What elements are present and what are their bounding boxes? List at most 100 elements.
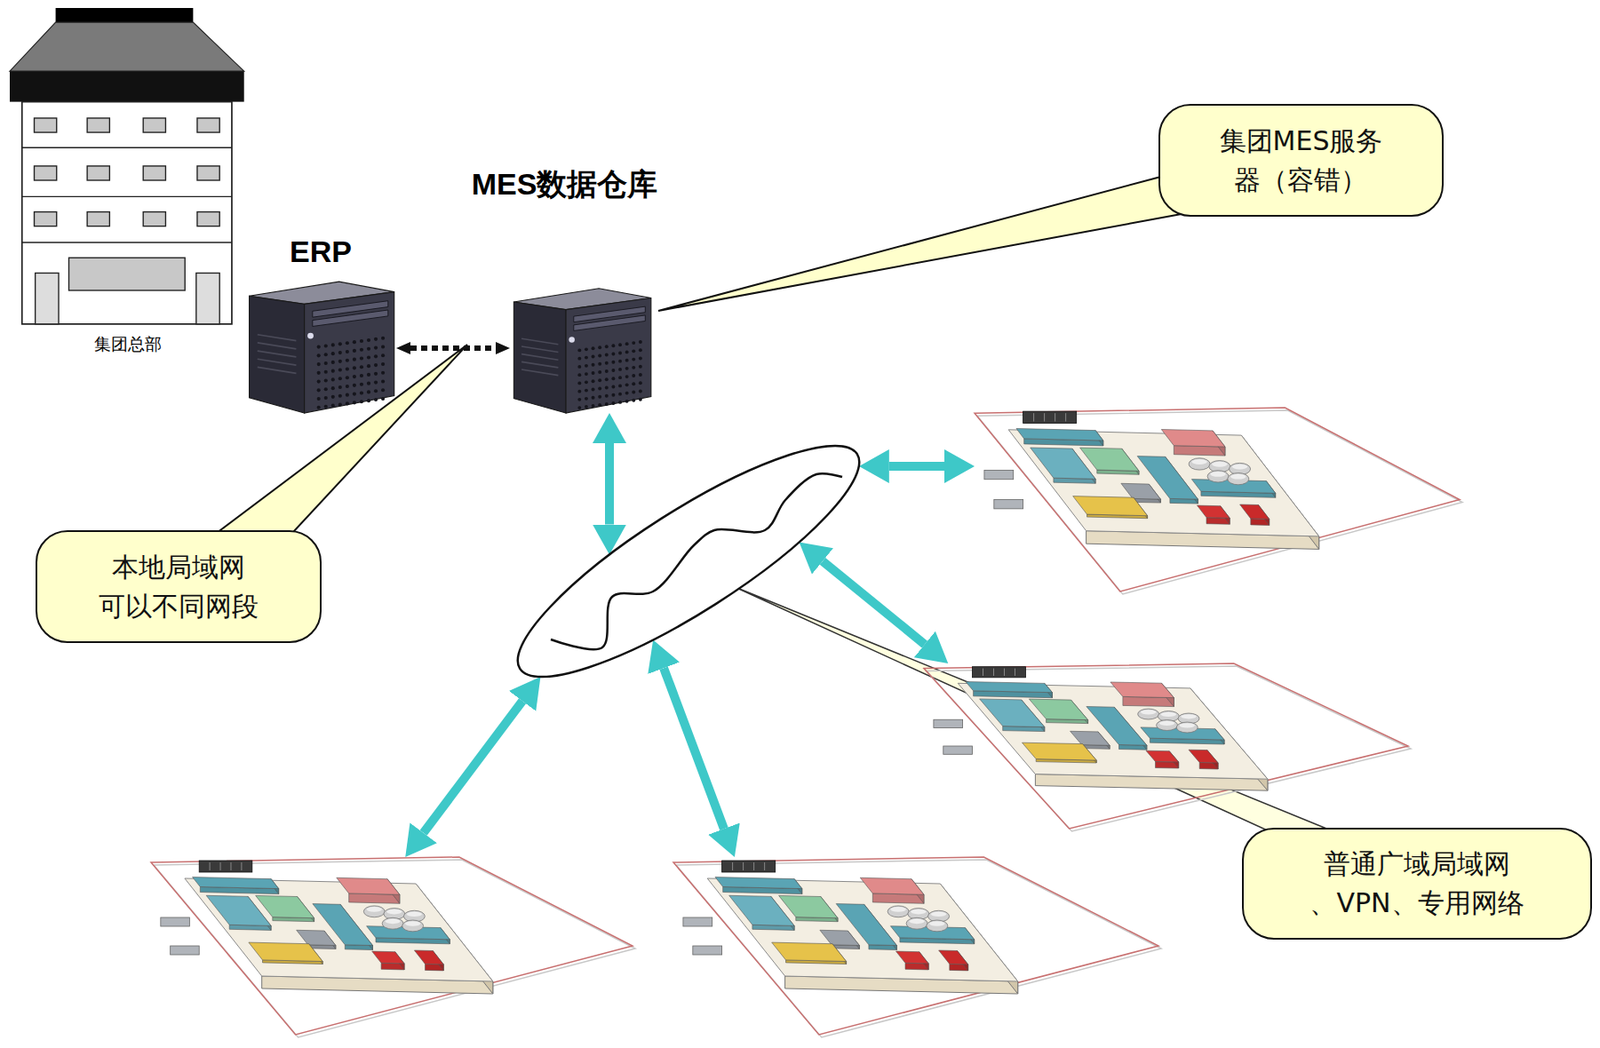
grille-hole xyxy=(584,389,589,393)
grille-hole xyxy=(631,382,636,386)
grille-hole xyxy=(381,371,385,375)
machine-slot xyxy=(764,862,765,871)
grille-hole xyxy=(338,350,343,355)
tank xyxy=(1227,473,1250,486)
grille-hole xyxy=(604,361,609,366)
slab-floor xyxy=(957,683,1268,780)
equipment xyxy=(160,917,191,927)
grille-hole xyxy=(359,348,364,352)
grille-hole xyxy=(625,366,629,371)
side-vent xyxy=(521,361,558,368)
tank-top xyxy=(929,921,945,927)
grille-hole xyxy=(324,352,328,357)
grille-hole xyxy=(317,353,321,358)
room-wall xyxy=(349,893,400,904)
grille-hole xyxy=(618,392,622,397)
server-front xyxy=(304,292,395,414)
grille-hole xyxy=(345,350,350,354)
grille-hole xyxy=(374,372,378,376)
tank-top xyxy=(405,921,421,927)
grille-hole xyxy=(381,388,385,392)
window xyxy=(34,212,57,227)
machine xyxy=(722,860,776,873)
text-line: 可以不同网段 xyxy=(98,587,259,627)
tank-top xyxy=(1180,714,1196,719)
roof-band xyxy=(9,71,245,102)
side-vent xyxy=(257,350,297,358)
grille-hole xyxy=(604,344,609,349)
grille-hole xyxy=(352,349,357,353)
machine-slot xyxy=(742,862,744,871)
grille-hole xyxy=(618,350,622,355)
grille-hole xyxy=(331,342,335,347)
callout-text: 集团MES服务 器（容错） xyxy=(1219,121,1384,200)
tank-top xyxy=(931,911,947,917)
door xyxy=(35,272,59,324)
grille-hole xyxy=(638,348,643,352)
grille-hole xyxy=(359,382,364,387)
grille-hole xyxy=(366,373,371,377)
plot-shadow xyxy=(676,859,1162,1038)
mes-server: MES数据仓库 xyxy=(509,280,653,414)
grille-hole xyxy=(374,354,378,359)
tank-top xyxy=(1232,464,1248,470)
grille-hole xyxy=(359,365,364,369)
text-line: 本地局域网 xyxy=(111,548,246,588)
window xyxy=(143,212,166,227)
grille-hole xyxy=(317,405,321,410)
drive-bay xyxy=(573,315,646,332)
equipment xyxy=(943,746,973,755)
tank-top xyxy=(366,907,383,913)
erp-server: ERP xyxy=(245,273,397,414)
grille-hole xyxy=(338,385,343,390)
tank-top xyxy=(406,911,422,917)
grille-hole xyxy=(352,358,357,362)
tank-top xyxy=(1211,461,1227,468)
room xyxy=(859,877,924,895)
slab-floor xyxy=(1008,429,1320,537)
room-wall xyxy=(1173,445,1226,456)
text-line: 、VPN、专用网络 xyxy=(1309,883,1524,924)
grille-hole xyxy=(618,367,622,372)
machine-slot xyxy=(1014,668,1016,677)
grille-hole xyxy=(352,383,357,388)
plot-outline xyxy=(673,857,1159,1035)
grille-hole xyxy=(352,366,357,370)
grille-hole xyxy=(331,377,335,382)
grille-hole xyxy=(381,344,385,349)
window xyxy=(87,118,110,133)
server-logo xyxy=(568,336,575,343)
machine-slot xyxy=(1054,413,1056,422)
grille-hole xyxy=(324,378,328,383)
grille-hole xyxy=(345,384,350,389)
side-vent xyxy=(257,366,297,374)
grille-hole xyxy=(577,398,582,402)
equipment xyxy=(170,946,200,956)
room xyxy=(1022,742,1098,761)
text-line: 集团MES服务 xyxy=(1219,121,1384,161)
machine xyxy=(1023,411,1077,423)
grille-hole xyxy=(631,398,636,403)
grille-hole xyxy=(591,371,596,375)
grille-hole xyxy=(324,396,328,400)
grille-hole xyxy=(591,363,596,367)
grille-hole xyxy=(604,377,609,382)
grille-hole xyxy=(331,386,335,391)
roof xyxy=(9,22,245,72)
grille-hole xyxy=(374,346,378,351)
tank-top xyxy=(386,909,402,916)
side-vent xyxy=(521,346,558,353)
grille-hole xyxy=(597,345,602,350)
tank-top xyxy=(1179,723,1195,728)
callout-text: 普通广域局域网 、VPN、专用网络 xyxy=(1309,844,1524,924)
room xyxy=(1146,750,1179,763)
machine-slot xyxy=(209,862,211,871)
window xyxy=(143,118,166,133)
grille-hole xyxy=(345,393,350,398)
grille-hole xyxy=(604,353,609,358)
grille-hole xyxy=(611,343,615,348)
factory-plan xyxy=(151,857,633,1035)
plot-outline xyxy=(923,663,1409,829)
network-arrow xyxy=(822,561,925,645)
room xyxy=(965,682,1053,693)
